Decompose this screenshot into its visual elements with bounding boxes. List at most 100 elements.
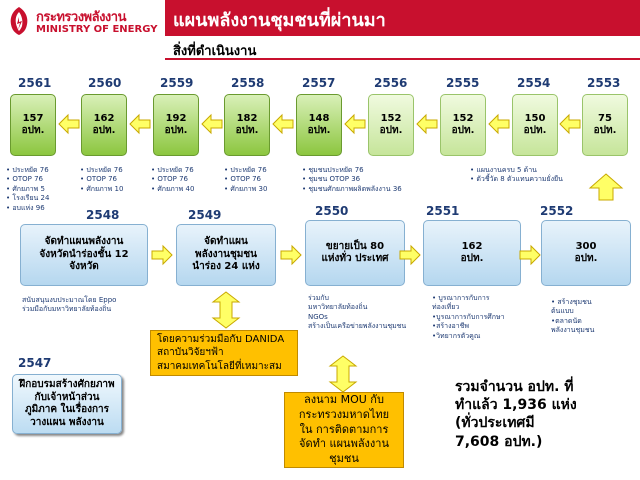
box-unit: อปท. [523, 125, 547, 136]
note-line: • ประหยัด 76 [80, 166, 123, 174]
box-count: 182 [236, 112, 258, 124]
notes-2548: สนับสนุนงบประมาณโดย Eppo ร่วมมือกับมหาวิ… [22, 296, 116, 315]
note-line: • โรงเรียน 24 [6, 194, 50, 203]
year-label: 2555 [446, 76, 480, 90]
year-label: 2554 [517, 76, 551, 90]
danida-line: สมาคมเทคโนโลยีที่เหมาะสม [157, 360, 282, 372]
note-line: ต้นแบบ [551, 307, 574, 316]
note-line: ท่องเที่ยว [432, 303, 460, 312]
subtitle-divider [165, 58, 640, 60]
note-line: • ชุมชนศักยภาพผลิตพลังงาน 36 [302, 184, 402, 193]
left-arrow-icon [201, 113, 223, 135]
notes-2558: • ประหยัด 76 • OTOP 76 • ศักยภาพ 30 [224, 166, 267, 194]
timeline-box-2547: ฝึกอบรมสร้างศักยภาพ กับเจ้าหน้าส่วนภูมิภ… [12, 374, 122, 434]
note-line: • ประหยัด 76 [151, 166, 194, 174]
note-line: • ศักยภาพ 40 [151, 184, 195, 193]
note-line: ร่วมมือกับมหาวิทยาลัยท้องถิ่น [22, 305, 112, 314]
note-line: • OTOP 76 [80, 175, 118, 184]
year-label: 2558 [231, 76, 265, 90]
mou-box: ลงนาม MOU กับ กระทรวงมหาดไทยใน การติดตาม… [284, 392, 404, 468]
total-line: 7,608 อปท.) [455, 433, 543, 450]
mou-text: ลงนาม MOU กับ กระทรวงมหาดไทยใน การติดตาม… [298, 392, 390, 466]
notes-2552: • สร้างชุมชน ต้นแบบ •ตลาดนัด พลังงานชุมช… [551, 298, 594, 336]
year-label: 2548 [86, 208, 120, 222]
left-arrow-icon [344, 113, 366, 135]
year-label: 2549 [188, 208, 222, 222]
note-line: NGOs [308, 312, 328, 321]
box-unit: อปท. [164, 125, 188, 136]
year-label: 2552 [540, 204, 574, 218]
note-line: • บูรณาการกับการ [432, 294, 490, 302]
right-arrow-icon [399, 244, 421, 266]
ministry-logo: กระทรวงพลังงาน MINISTRY OF ENERGY [0, 0, 165, 44]
header-bar: แผนพลังงานชุมชนที่ผ่านมา [165, 0, 640, 36]
note-line: •วิทยากรตัวคูณ [432, 331, 481, 340]
year-label: 2551 [426, 204, 460, 218]
notes-2560: • ประหยัด 76 • OTOP 76 • ศักยภาพ 10 [80, 166, 123, 194]
right-arrow-icon [151, 244, 173, 266]
note-line: • ศักยภาพ 5 [6, 184, 45, 193]
box-unit: อปท. [21, 125, 45, 136]
box-text: จัดทำแผน พลังงานชุมชน นำร่อง 24 แห่ง [192, 236, 260, 273]
box-text: 162 อปท. [460, 240, 484, 265]
box-count: 75 [598, 112, 612, 124]
box-unit: อปท. [593, 125, 617, 136]
logo-english-text: MINISTRY OF ENERGY [36, 24, 158, 35]
danida-box: โดยความร่วมมือกับ DANIDA สถาบันวิจัยฯฟ้า… [150, 330, 298, 376]
left-arrow-icon [488, 113, 510, 135]
note-line: • อบแห่ง 96 [6, 203, 45, 212]
box-text: ขยายเป็น 80 แห่งทั่ว ประเทศ [321, 240, 389, 265]
box-unit: อปท. [307, 125, 331, 136]
logo-thai-text: กระทรวงพลังงาน [36, 10, 126, 25]
note-line: •สร้างอาชีพ [432, 322, 470, 331]
note-line: ร่วมกับ [308, 294, 329, 302]
box-count: 150 [524, 112, 546, 124]
left-arrow-icon [129, 113, 151, 135]
year-label: 2561 [18, 76, 52, 90]
box-text: จัดทำแผนพลังงาน จังหวัดนำร่องชั้น 12 จัง… [39, 236, 129, 273]
notes-2559: • ประหยัด 76 • OTOP 76 • ศักยภาพ 40 [151, 166, 194, 194]
note-line: • ศักยภาพ 30 [224, 184, 268, 193]
total-line: รวมจำนวน อปท. ที่ [455, 379, 574, 395]
note-line: • ตัวชี้วัด 8 ตัวแทนความยั่งยืน [470, 175, 563, 184]
note-line: •ตลาดนัด [551, 316, 582, 325]
left-arrow-icon [559, 113, 581, 135]
box-count: 157 [22, 112, 44, 124]
note-line: • OTOP 76 [6, 175, 44, 184]
energy-logo-icon [10, 7, 28, 35]
note-line: • ศักยภาพ 10 [80, 184, 124, 193]
timeline-box-2549: จัดทำแผน พลังงานชุมชน นำร่อง 24 แห่ง [176, 224, 276, 286]
box-count: 192 [165, 112, 187, 124]
box-count: 148 [308, 112, 330, 124]
year-label: 2560 [88, 76, 122, 90]
danida-line: สถาบันวิจัยฯฟ้า [157, 347, 224, 359]
total-line: (ทั่วประเทศมี [455, 415, 535, 432]
year-label: 2547 [18, 356, 52, 370]
note-line: • OTOP 76 [151, 175, 189, 184]
double-arrow-icon [211, 291, 241, 329]
box-unit: อปท. [92, 125, 116, 136]
box-count: 152 [380, 112, 402, 124]
box-unit: อปท. [451, 125, 475, 136]
notes-2555: • แผนงานครบ 5 ด้าน • ตัวชี้วัด 8 ตัวแทนค… [470, 166, 563, 185]
right-arrow-icon [280, 244, 302, 266]
year-label: 2550 [315, 204, 349, 218]
note-line: • สร้างชุมชน [551, 298, 592, 306]
box-unit: อปท. [379, 125, 403, 136]
page-title: แผนพลังงานชุมชนที่ผ่านมา [173, 10, 386, 31]
double-arrow-icon [328, 355, 358, 393]
year-label: 2557 [302, 76, 336, 90]
note-line: • ประหยัด 76 [224, 166, 267, 174]
notes-2551: • บูรณาการกับการ ท่องเที่ยว •บูรณาการกับ… [432, 294, 505, 341]
notes-2550: ร่วมกับ มหาวิทยาลัยท้องถิ่น NGOs สร้างเป… [308, 294, 406, 332]
left-arrow-icon [58, 113, 80, 135]
box-text: 300 อปท. [574, 240, 598, 265]
